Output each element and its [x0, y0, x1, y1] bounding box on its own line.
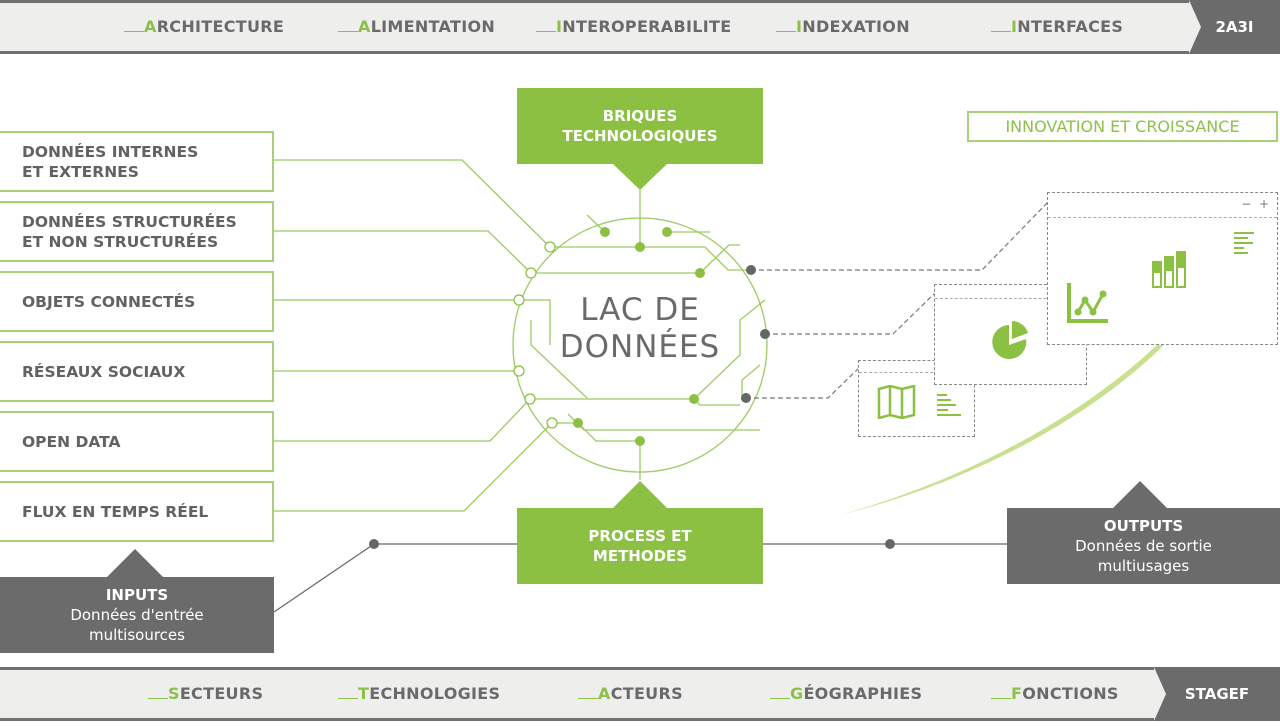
- nav-alimentation[interactable]: ALIMENTATION: [338, 17, 495, 36]
- nav-interfaces[interactable]: INTERFACES: [991, 17, 1123, 36]
- output-window-dashboard: − +: [1047, 192, 1278, 345]
- pie-chart-icon: [992, 321, 1028, 359]
- bar-list-icon: [937, 394, 961, 416]
- brand-2a3i[interactable]: 2A3I: [1189, 0, 1280, 54]
- map-icon: [877, 385, 916, 419]
- nav-interoperabilite[interactable]: INTEROPERABILITE: [536, 17, 731, 36]
- nav-architecture[interactable]: ARCHITECTURE: [124, 17, 284, 36]
- maximize-button[interactable]: +: [1258, 197, 1269, 211]
- nav-geographies[interactable]: GÉOGRAPHIES: [770, 684, 922, 703]
- bottom-navigation: SECTEURS TECHNOLOGIES ACTEURS GÉOGRAPHIE…: [0, 667, 1280, 721]
- nav-acteurs[interactable]: ACTEURS: [578, 684, 683, 703]
- input-reseaux-sociaux: RÉSEAUX SOCIAUX: [0, 341, 274, 402]
- brand-label: 2A3I: [1215, 18, 1254, 36]
- bar-chart-icon: [1152, 251, 1186, 288]
- line-chart-icon: [1067, 283, 1108, 323]
- brand-label: STAGEF: [1184, 685, 1250, 703]
- nav-secteurs[interactable]: SECTEURS: [148, 684, 263, 703]
- input-objets-connectes: OBJETS CONNECTÉS: [0, 271, 274, 332]
- nav-fonctions[interactable]: FONCTIONS: [991, 684, 1119, 703]
- brand-stagef[interactable]: STAGEF: [1154, 667, 1280, 721]
- text-lines-icon: [1234, 232, 1254, 254]
- nav-technologies[interactable]: TECHNOLOGIES: [338, 684, 500, 703]
- window-controls[interactable]: − +: [1241, 197, 1269, 211]
- top-navigation: ARCHITECTURE ALIMENTATION INTEROPERABILI…: [0, 0, 1280, 54]
- minimize-button[interactable]: −: [1241, 197, 1252, 211]
- nav-indexation[interactable]: INDEXATION: [776, 17, 910, 36]
- input-flux-temps-reel: FLUX EN TEMPS RÉEL: [0, 481, 274, 542]
- innovation-label: INNOVATION ET CROISSANCE: [967, 111, 1278, 142]
- input-open-data: OPEN DATA: [0, 411, 274, 472]
